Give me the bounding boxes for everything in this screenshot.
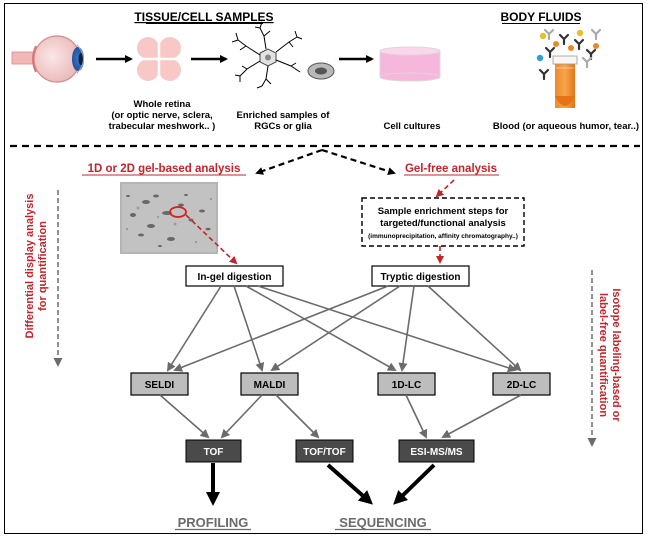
retina-label-1: Whole retina <box>133 99 191 110</box>
enrichment-text-2: targeted/functional analysis <box>380 218 506 229</box>
retina-icon <box>137 37 181 81</box>
toftof-box <box>295 439 354 463</box>
retina-label-2: (or optic nerve, sclera, <box>111 110 212 121</box>
enrichment-text-1: Sample enrichment steps for <box>378 206 509 217</box>
tryptic-digestion-box <box>371 265 470 287</box>
neuron-icon <box>231 21 303 89</box>
tryptic-digestion-label: Tryptic digestion <box>380 272 460 283</box>
sequencing-label: SEQUENCING <box>339 515 426 530</box>
enrichment-box <box>361 197 525 247</box>
protein-dots <box>536 29 599 62</box>
enriched-label-1: Enriched samples of <box>237 110 331 121</box>
seldi-box <box>130 372 189 396</box>
lc2d-label: 2D-LC <box>507 380 536 391</box>
right-side-label-1: Isotope labeling-based or <box>610 288 622 422</box>
glia-cell-icon <box>307 62 335 80</box>
profiling-label: PROFILING <box>178 515 249 530</box>
arrow-to-gel-analysis <box>255 148 323 175</box>
gelfree-analysis-title: Gel-free analysis <box>405 163 497 175</box>
tissue-section-title: TISSUE/CELL SAMPLES <box>134 10 273 24</box>
left-side-label-2: for quantification <box>37 221 49 311</box>
esi-label: ESI-MS/MS <box>410 447 463 458</box>
arrow-spot-to-digestion <box>185 214 238 265</box>
right-side-label-2: label-free quantification <box>597 293 609 417</box>
blood-label: Blood (or aqueous humor, tear..) <box>493 121 639 132</box>
maldi-box <box>240 372 299 396</box>
retina-label-3: trabecular meshwork.. ) <box>109 121 216 132</box>
fluids-section-title: BODY FLUIDS <box>500 10 581 24</box>
ingel-digestion-label: In-gel digestion <box>198 272 272 283</box>
esi-box <box>398 439 475 463</box>
culture-label: Cell cultures <box>383 121 440 132</box>
toftof-label: TOF/TOF <box>303 447 345 458</box>
culture-dish-icon <box>379 46 441 82</box>
tof-box <box>185 439 242 463</box>
analyzer-to-outcome-arrows <box>206 463 436 506</box>
enriched-label-2: RGCs or glia <box>254 121 312 132</box>
blood-tube-icon <box>552 55 578 108</box>
maldi-label: MALDI <box>254 380 286 391</box>
selected-spot-circle <box>169 206 187 218</box>
enrichment-subtext: (immunoprecipitation, affinity chromatog… <box>368 233 518 240</box>
arrow-to-gelfree-analysis <box>321 148 396 175</box>
gel-analysis-title: 1D or 2D gel-based analysis <box>88 163 241 175</box>
tof-label: TOF <box>204 447 224 458</box>
figure-frame <box>4 3 643 534</box>
lc1d-label: 1D-LC <box>392 380 421 391</box>
gel-image <box>120 182 218 254</box>
method-to-analyzer-arrows <box>159 394 522 439</box>
lc2d-box <box>492 372 551 396</box>
seldi-label: SELDI <box>145 380 175 391</box>
arrow-to-enrichment <box>435 179 455 198</box>
left-side-label-1: Differential display analysis <box>24 194 36 339</box>
eye-icon <box>11 35 84 83</box>
antibody-icons <box>538 28 602 81</box>
digestion-to-method-arrows <box>166 285 522 373</box>
